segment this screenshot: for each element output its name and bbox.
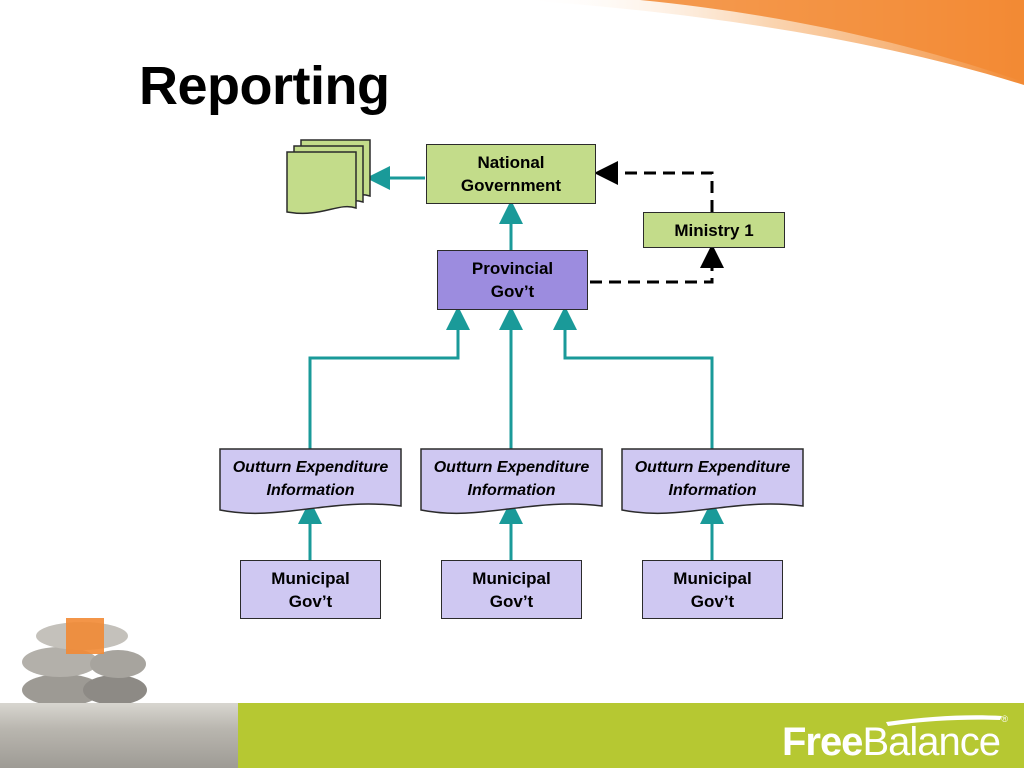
- brand-regular: Balance: [862, 720, 1001, 764]
- report-stack-icon: [286, 139, 371, 214]
- page-title: Reporting: [139, 56, 390, 116]
- outturn-document-2: Outturn Expenditure Information: [433, 459, 590, 499]
- freebalance-logo: FreeBalance: [781, 720, 1001, 765]
- municipal-government-box-2: Municipal Gov’t: [441, 560, 582, 619]
- municipal-government-label: Municipal Gov’t: [271, 568, 350, 611]
- outturn-document-1: Outturn Expenditure Information: [232, 459, 389, 499]
- dashed-provincial-to-ministry: [590, 244, 724, 284]
- provincial-government-label: Provincial Gov’t: [471, 259, 554, 301]
- arrow-outturn-1-to-provincial: [308, 306, 470, 450]
- municipal-government-label: Municipal Gov’t: [673, 568, 752, 611]
- stone-texture: [0, 703, 238, 768]
- arrow-outturn-3-to-provincial: [553, 306, 714, 450]
- ministry-label: Ministry 1: [674, 220, 754, 240]
- outturn-document-3: Outturn Expenditure Information: [634, 459, 791, 499]
- registered-mark: ®: [1001, 714, 1008, 724]
- stones-image: [22, 618, 147, 706]
- ministry-box: Ministry 1: [643, 212, 785, 248]
- dashed-ministry-to-national: [594, 161, 714, 212]
- municipal-government-label: Municipal Gov’t: [472, 568, 551, 611]
- national-government-label: National Government: [460, 153, 562, 195]
- brand-bold: Free: [781, 720, 863, 764]
- municipal-government-box-3: Municipal Gov’t: [642, 560, 783, 619]
- outturn-document-shapes: [219, 448, 804, 515]
- municipal-government-box-1: Municipal Gov’t: [240, 560, 381, 619]
- national-government-box: National Government: [426, 144, 596, 204]
- provincial-government-box: Provincial Gov’t: [437, 250, 588, 310]
